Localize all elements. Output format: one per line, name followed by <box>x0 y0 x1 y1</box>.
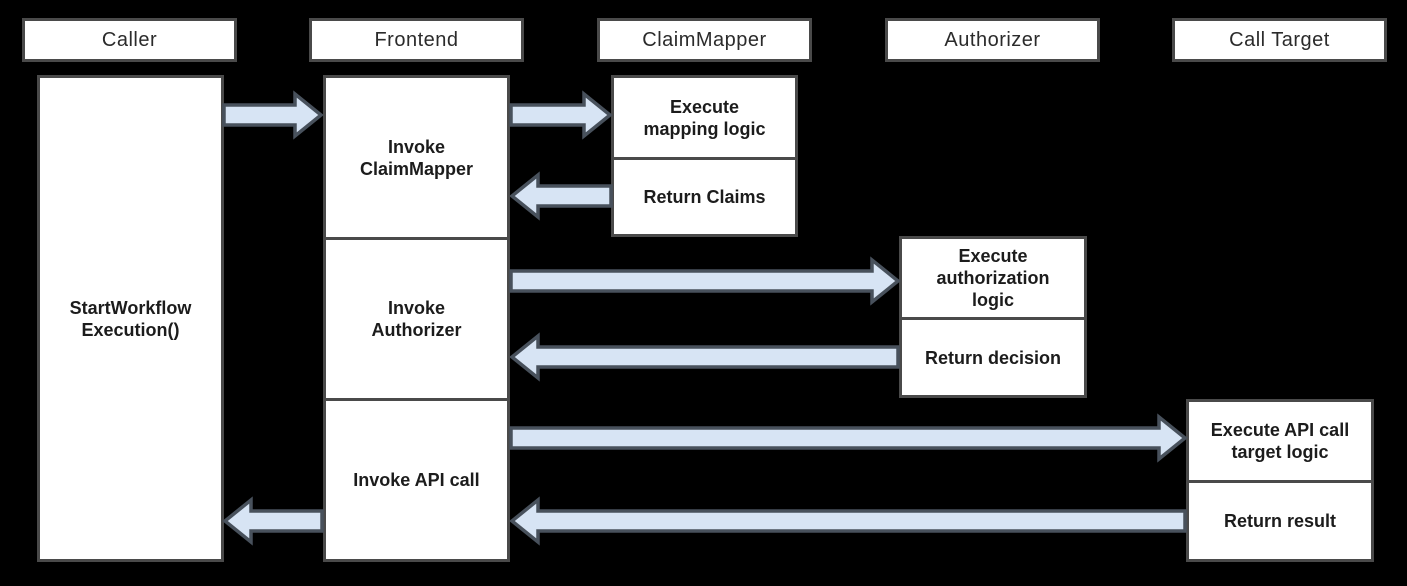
step-start-workflow-execution: StartWorkflow Execution() <box>37 75 224 562</box>
arrow-frontend-to-call-target-icon <box>509 413 1188 463</box>
step-invoke-authorizer: Invoke Authorizer <box>323 237 510 401</box>
lifeline-header-label: Authorizer <box>944 28 1041 51</box>
step-invoke-claimmapper: Invoke ClaimMapper <box>323 75 510 240</box>
step-label: Return Claims <box>643 187 766 207</box>
arrow-call-target-to-frontend-icon <box>509 496 1187 546</box>
arrow-frontend-to-caller-icon <box>222 496 324 546</box>
arrow-frontend-to-authorizer-icon <box>509 256 901 306</box>
step-label: Execute API call target logic <box>1210 420 1350 462</box>
step-execute-mapping-logic: Execute mapping logic <box>611 75 798 160</box>
lifeline-header-label: ClaimMapper <box>642 28 767 51</box>
step-label: Invoke Authorizer <box>371 298 462 340</box>
step-label: Invoke API call <box>353 470 480 490</box>
step-invoke-api-call: Invoke API call <box>323 398 510 562</box>
lifeline-header-call-target: Call Target <box>1172 18 1387 62</box>
arrow-claimmapper-to-frontend-icon <box>509 171 613 221</box>
step-label: Return result <box>1223 511 1337 531</box>
step-label: Execute authorization logic <box>936 246 1050 310</box>
step-label: Invoke ClaimMapper <box>359 136 474 179</box>
step-execute-api-call-target-logic: Execute API call target logic <box>1186 399 1374 483</box>
lifeline-header-label: Call Target <box>1229 28 1330 51</box>
step-return-claims: Return Claims <box>611 157 798 237</box>
lifeline-header-caller: Caller <box>22 18 237 62</box>
arrow-caller-to-frontend-icon <box>222 90 324 140</box>
lifeline-header-claimmapper: ClaimMapper <box>597 18 812 62</box>
step-return-decision: Return decision <box>899 317 1087 398</box>
step-return-result: Return result <box>1186 480 1374 562</box>
step-label: Return decision <box>924 347 1062 368</box>
lifeline-header-label: Frontend <box>374 28 459 51</box>
arrow-frontend-to-claimmapper-icon <box>509 90 613 140</box>
step-label: Execute mapping logic <box>643 96 766 139</box>
lifeline-header-label: Caller <box>101 28 158 51</box>
lifeline-header-frontend: Frontend <box>309 18 524 62</box>
step-label: StartWorkflow Execution() <box>69 297 192 340</box>
arrow-authorizer-to-frontend-icon <box>509 332 900 382</box>
lifeline-header-authorizer: Authorizer <box>885 18 1100 62</box>
